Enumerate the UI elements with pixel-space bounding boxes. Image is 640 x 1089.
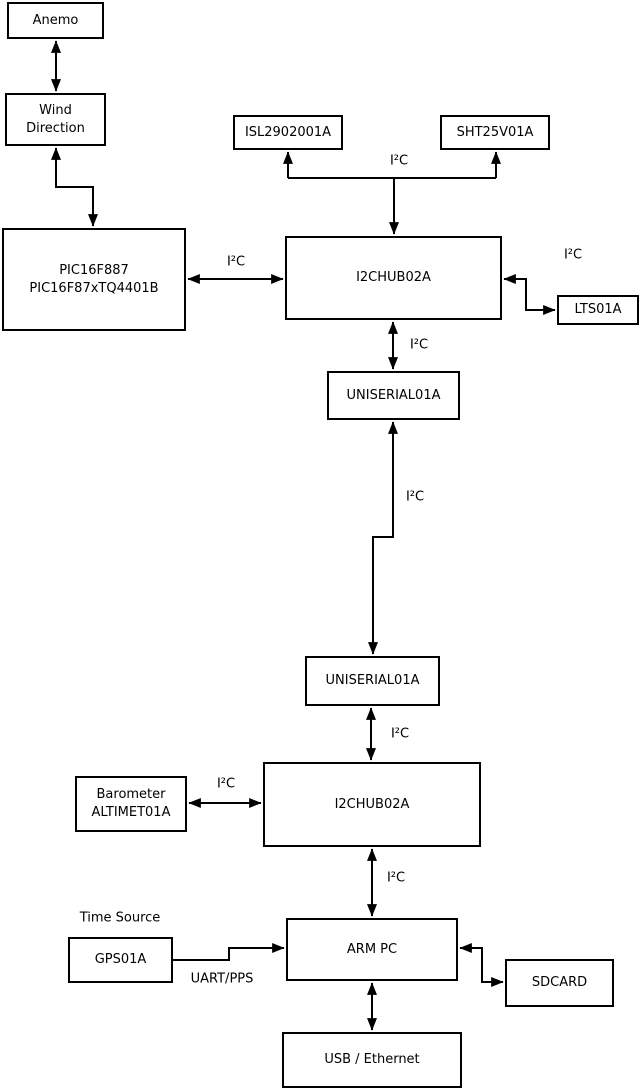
box-sht25v01a-label: SHT25V01A	[456, 124, 534, 140]
box-i2chub02a-lower-label: I2CHUB02A	[334, 796, 410, 812]
box-sdcard: SDCARD	[505, 959, 614, 1007]
box-wind-direction-label: Direction	[26, 120, 85, 136]
label-i2c-long-link: I²C	[405, 489, 425, 505]
box-i2chub02a-lower: I2CHUB02A	[263, 762, 481, 847]
box-lts01a-label: LTS01A	[574, 302, 622, 317]
label-i2c-isl-sht: I²C	[389, 153, 409, 169]
box-gps01a-label: GPS01A	[94, 952, 147, 967]
box-barometer-label: Barometer	[96, 787, 166, 802]
label-i2c-pic-hub: I²C	[226, 254, 246, 270]
box-i2chub02a-upper-label: I2CHUB02A	[356, 270, 431, 285]
label-i2c-hub-armpc: I²C	[386, 870, 406, 886]
connector-winddir-pic	[51, 147, 98, 227]
box-uniserial01a-lower: UNISERIAL01A	[305, 656, 440, 706]
box-anemo: Anemo	[7, 2, 104, 39]
box-isl2902001a-label: ISL2902001A	[244, 124, 332, 140]
label-uart-pps: UART/PPS	[190, 971, 254, 987]
box-isl2902001a: ISL2902001A	[233, 115, 343, 150]
box-usb-ethernet-label: USB / Ethernet	[324, 1052, 420, 1067]
box-lts01a: LTS01A	[557, 295, 639, 325]
box-pic-mcu-label: PIC16F887	[59, 262, 129, 278]
label-i2c-hub-lts: I²C	[563, 247, 583, 263]
label-time-source: Time Source	[79, 910, 161, 926]
connector-i2chub-lts	[503, 274, 556, 315]
box-pic-mcu-label: PIC16F87xTQ4401B	[29, 280, 159, 296]
label-i2c-uniserial-hub: I²C	[390, 726, 410, 742]
connector-gps-armpc	[173, 943, 285, 961]
box-gps01a: GPS01A	[68, 937, 173, 983]
box-usb-ethernet: USB / Ethernet	[282, 1032, 462, 1088]
connector-armpc-sdcard	[459, 943, 504, 987]
box-arm-pc-label: ARM PC	[346, 941, 398, 957]
box-i2chub02a-upper: I2CHUB02A	[285, 236, 502, 320]
box-anemo-label: Anemo	[32, 12, 79, 28]
label-i2c-barometer-hub: I²C	[216, 776, 236, 792]
box-uniserial01a-upper: UNISERIAL01A	[327, 371, 460, 420]
label-i2c-hub-uniserial: I²C	[409, 337, 429, 353]
box-uniserial01a-lower-label: UNISERIAL01A	[325, 673, 420, 688]
box-sht25v01a: SHT25V01A	[440, 115, 550, 150]
box-barometer-label: ALTIMET01A	[91, 805, 171, 820]
box-uniserial01a-upper-label: UNISERIAL01A	[346, 387, 441, 403]
connector-uniserial-long-link	[368, 421, 398, 655]
box-sdcard-label: SDCARD	[531, 975, 588, 990]
box-arm-pc: ARM PC	[286, 918, 458, 981]
box-wind-direction-label: Wind	[39, 102, 72, 118]
